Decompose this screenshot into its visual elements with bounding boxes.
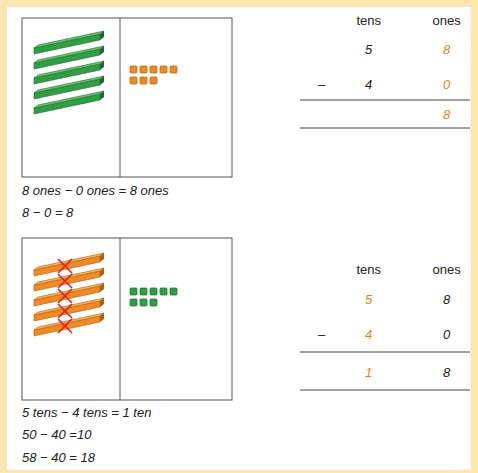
cross-mark (58, 319, 72, 333)
digit: 0 (443, 77, 450, 93)
page-ground (7, 7, 471, 470)
digit: 5 (365, 42, 372, 58)
equation-text: 58 − 40 = 18 (22, 450, 95, 466)
one-cube (140, 288, 147, 295)
one-cube (140, 66, 147, 73)
one-cube (140, 299, 147, 306)
place-value-mat (22, 18, 232, 177)
one-cube (130, 77, 137, 84)
equation-text: 50 − 40 =10 (22, 427, 91, 443)
cross-mark (58, 289, 72, 303)
one-cube (160, 66, 167, 73)
one-cube (130, 66, 137, 73)
digit: 4 (365, 77, 372, 93)
equation-text: 8 − 0 = 8 (22, 205, 73, 221)
digit: 5 (365, 292, 372, 308)
cross-mark (58, 304, 72, 318)
column-header: ones (433, 262, 461, 278)
minus-sign: – (318, 327, 325, 343)
one-cube (170, 288, 177, 295)
digit: 8 (443, 365, 450, 381)
answer-rule (300, 128, 470, 129)
ten-rod (34, 91, 104, 114)
cross-mark (58, 274, 72, 288)
one-cube (150, 288, 157, 295)
minus-sign: – (318, 77, 325, 93)
place-value-mat (22, 238, 232, 400)
one-cube (170, 66, 177, 73)
equation-text: 5 tens − 4 tens = 1 ten (22, 405, 151, 421)
one-cube (130, 299, 137, 306)
one-cube (160, 288, 167, 295)
ten-rods (34, 253, 104, 336)
column-header: tens (357, 262, 382, 278)
digit: 8 (443, 107, 450, 123)
answer-rule (300, 390, 470, 391)
cross-mark (58, 259, 72, 273)
subtraction-rule (300, 352, 470, 353)
one-cubes (130, 66, 177, 84)
digit: 0 (443, 327, 450, 343)
cross-mark (58, 289, 72, 303)
digit: 8 (443, 292, 450, 308)
one-cube (150, 66, 157, 73)
digit: 1 (365, 365, 372, 381)
one-cube (130, 288, 137, 295)
cross-mark (58, 274, 72, 288)
ten-rod (34, 313, 104, 336)
one-cubes (130, 288, 177, 306)
subtraction-rule (300, 100, 470, 101)
column-header: tens (357, 13, 382, 29)
ten-rods (34, 31, 104, 114)
one-cube (140, 77, 147, 84)
one-cube (150, 299, 157, 306)
column-header: ones (433, 13, 461, 29)
mat-divider (120, 238, 121, 400)
cross-mark (58, 319, 72, 333)
digit: 8 (443, 42, 450, 58)
equation-text: 8 ones − 0 ones = 8 ones (22, 183, 169, 199)
one-cube (150, 77, 157, 84)
mat-divider (120, 18, 121, 177)
cross-mark (58, 304, 72, 318)
cross-mark (58, 259, 72, 273)
digit: 4 (365, 327, 372, 343)
